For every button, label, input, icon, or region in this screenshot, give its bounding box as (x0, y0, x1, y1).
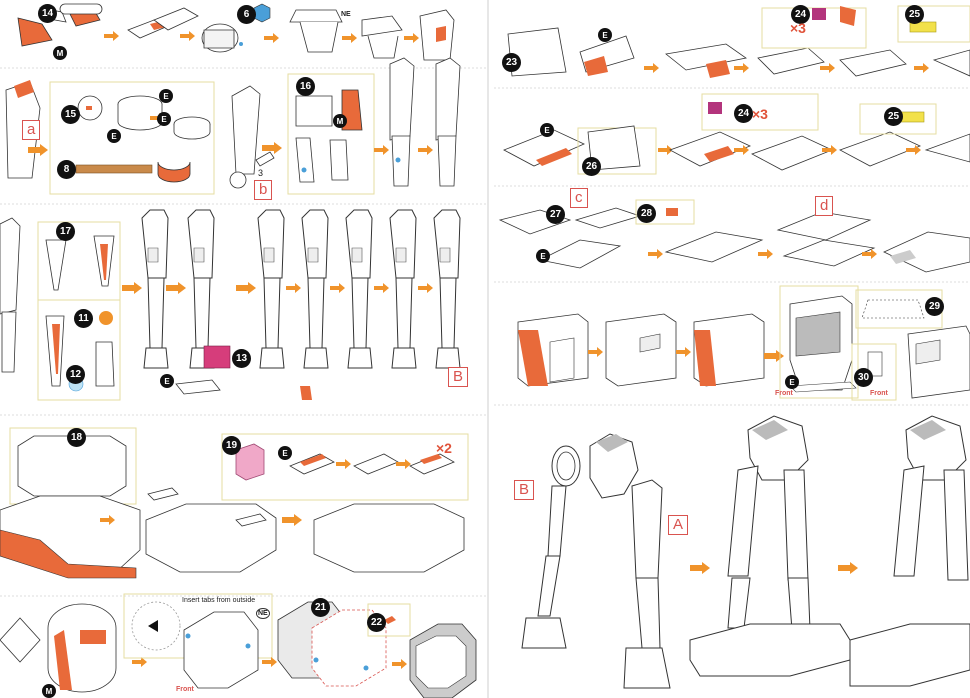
step-21-badge: 21 (311, 598, 330, 617)
step-18-badge: 18 (67, 428, 86, 447)
step-11-badge: 11 (74, 309, 93, 328)
step-25b-badge: 25 (884, 107, 903, 126)
marker-e-6: E (598, 28, 612, 42)
right-row-3-parts (498, 199, 970, 273)
front-label-2: Front (775, 390, 793, 397)
letter-a-box: a (22, 120, 41, 140)
step-25a-badge: 25 (905, 5, 924, 24)
step-28-badge: 28 (637, 204, 656, 223)
walker-assembly (521, 415, 970, 689)
insert-tabs-instruction: Insert tabs from outside (182, 597, 256, 604)
letter-d-box: d (815, 196, 834, 216)
front-label-1: Front (176, 686, 194, 693)
step-22-badge: 22 (367, 613, 386, 632)
front-label-3: Front (870, 390, 888, 397)
marker-e-3: E (157, 112, 171, 126)
marker-e-9: E (785, 375, 799, 389)
right-row-1-parts (507, 5, 970, 78)
ne-label-2: NE (256, 608, 270, 619)
step-12-badge: 12 (66, 365, 85, 384)
step-14-badge: 14 (38, 4, 57, 23)
letter-B-walker-box: B (514, 480, 535, 500)
marker-e-5: E (278, 446, 292, 460)
row-2-parts (5, 57, 461, 195)
step-24a-badge: 24 (791, 5, 810, 24)
step-26-badge: 26 (582, 157, 601, 176)
step-6-badge: 6 (237, 5, 256, 24)
row-5-parts (0, 593, 477, 698)
row-4-parts (0, 427, 469, 579)
marker-m-3: M (42, 684, 56, 698)
marker-e-4: E (160, 374, 174, 388)
three-label: 3 (258, 168, 264, 178)
step-27-badge: 27 (546, 205, 565, 224)
step-19-badge: 19 (222, 436, 241, 455)
letter-b-box: b (254, 180, 273, 200)
letter-B-box: B (448, 367, 469, 387)
row-3-parts (0, 209, 461, 401)
marker-m-2: M (333, 114, 347, 128)
step-23-badge: 23 (502, 53, 521, 72)
letter-A-walker-box: A (668, 515, 689, 535)
marker-m-1: M (53, 46, 67, 60)
step-30-badge: 30 (854, 368, 873, 387)
marker-e-7: E (540, 123, 554, 137)
marker-e-2: E (107, 129, 121, 143)
step-8-badge: 8 (57, 160, 76, 179)
step-15-badge: 15 (61, 105, 80, 124)
step-17-badge: 17 (56, 222, 75, 241)
marker-e-1: E (159, 89, 173, 103)
step-13-badge: 13 (232, 349, 251, 368)
step-16-badge: 16 (296, 77, 315, 96)
row-1-parts (17, 3, 455, 61)
multiply-3-label-2: ×3 (752, 106, 768, 122)
ne-label-1: NE (341, 11, 351, 18)
right-row-4-parts (517, 285, 970, 401)
step-24b-badge: 24 (734, 104, 753, 123)
letter-c-box: c (570, 188, 588, 208)
right-row-2-parts (503, 93, 970, 175)
marker-e-8: E (536, 249, 550, 263)
multiply-3-label-1: ×3 (790, 20, 806, 36)
multiply-2-label: ×2 (436, 440, 452, 456)
step-29-badge: 29 (925, 297, 944, 316)
